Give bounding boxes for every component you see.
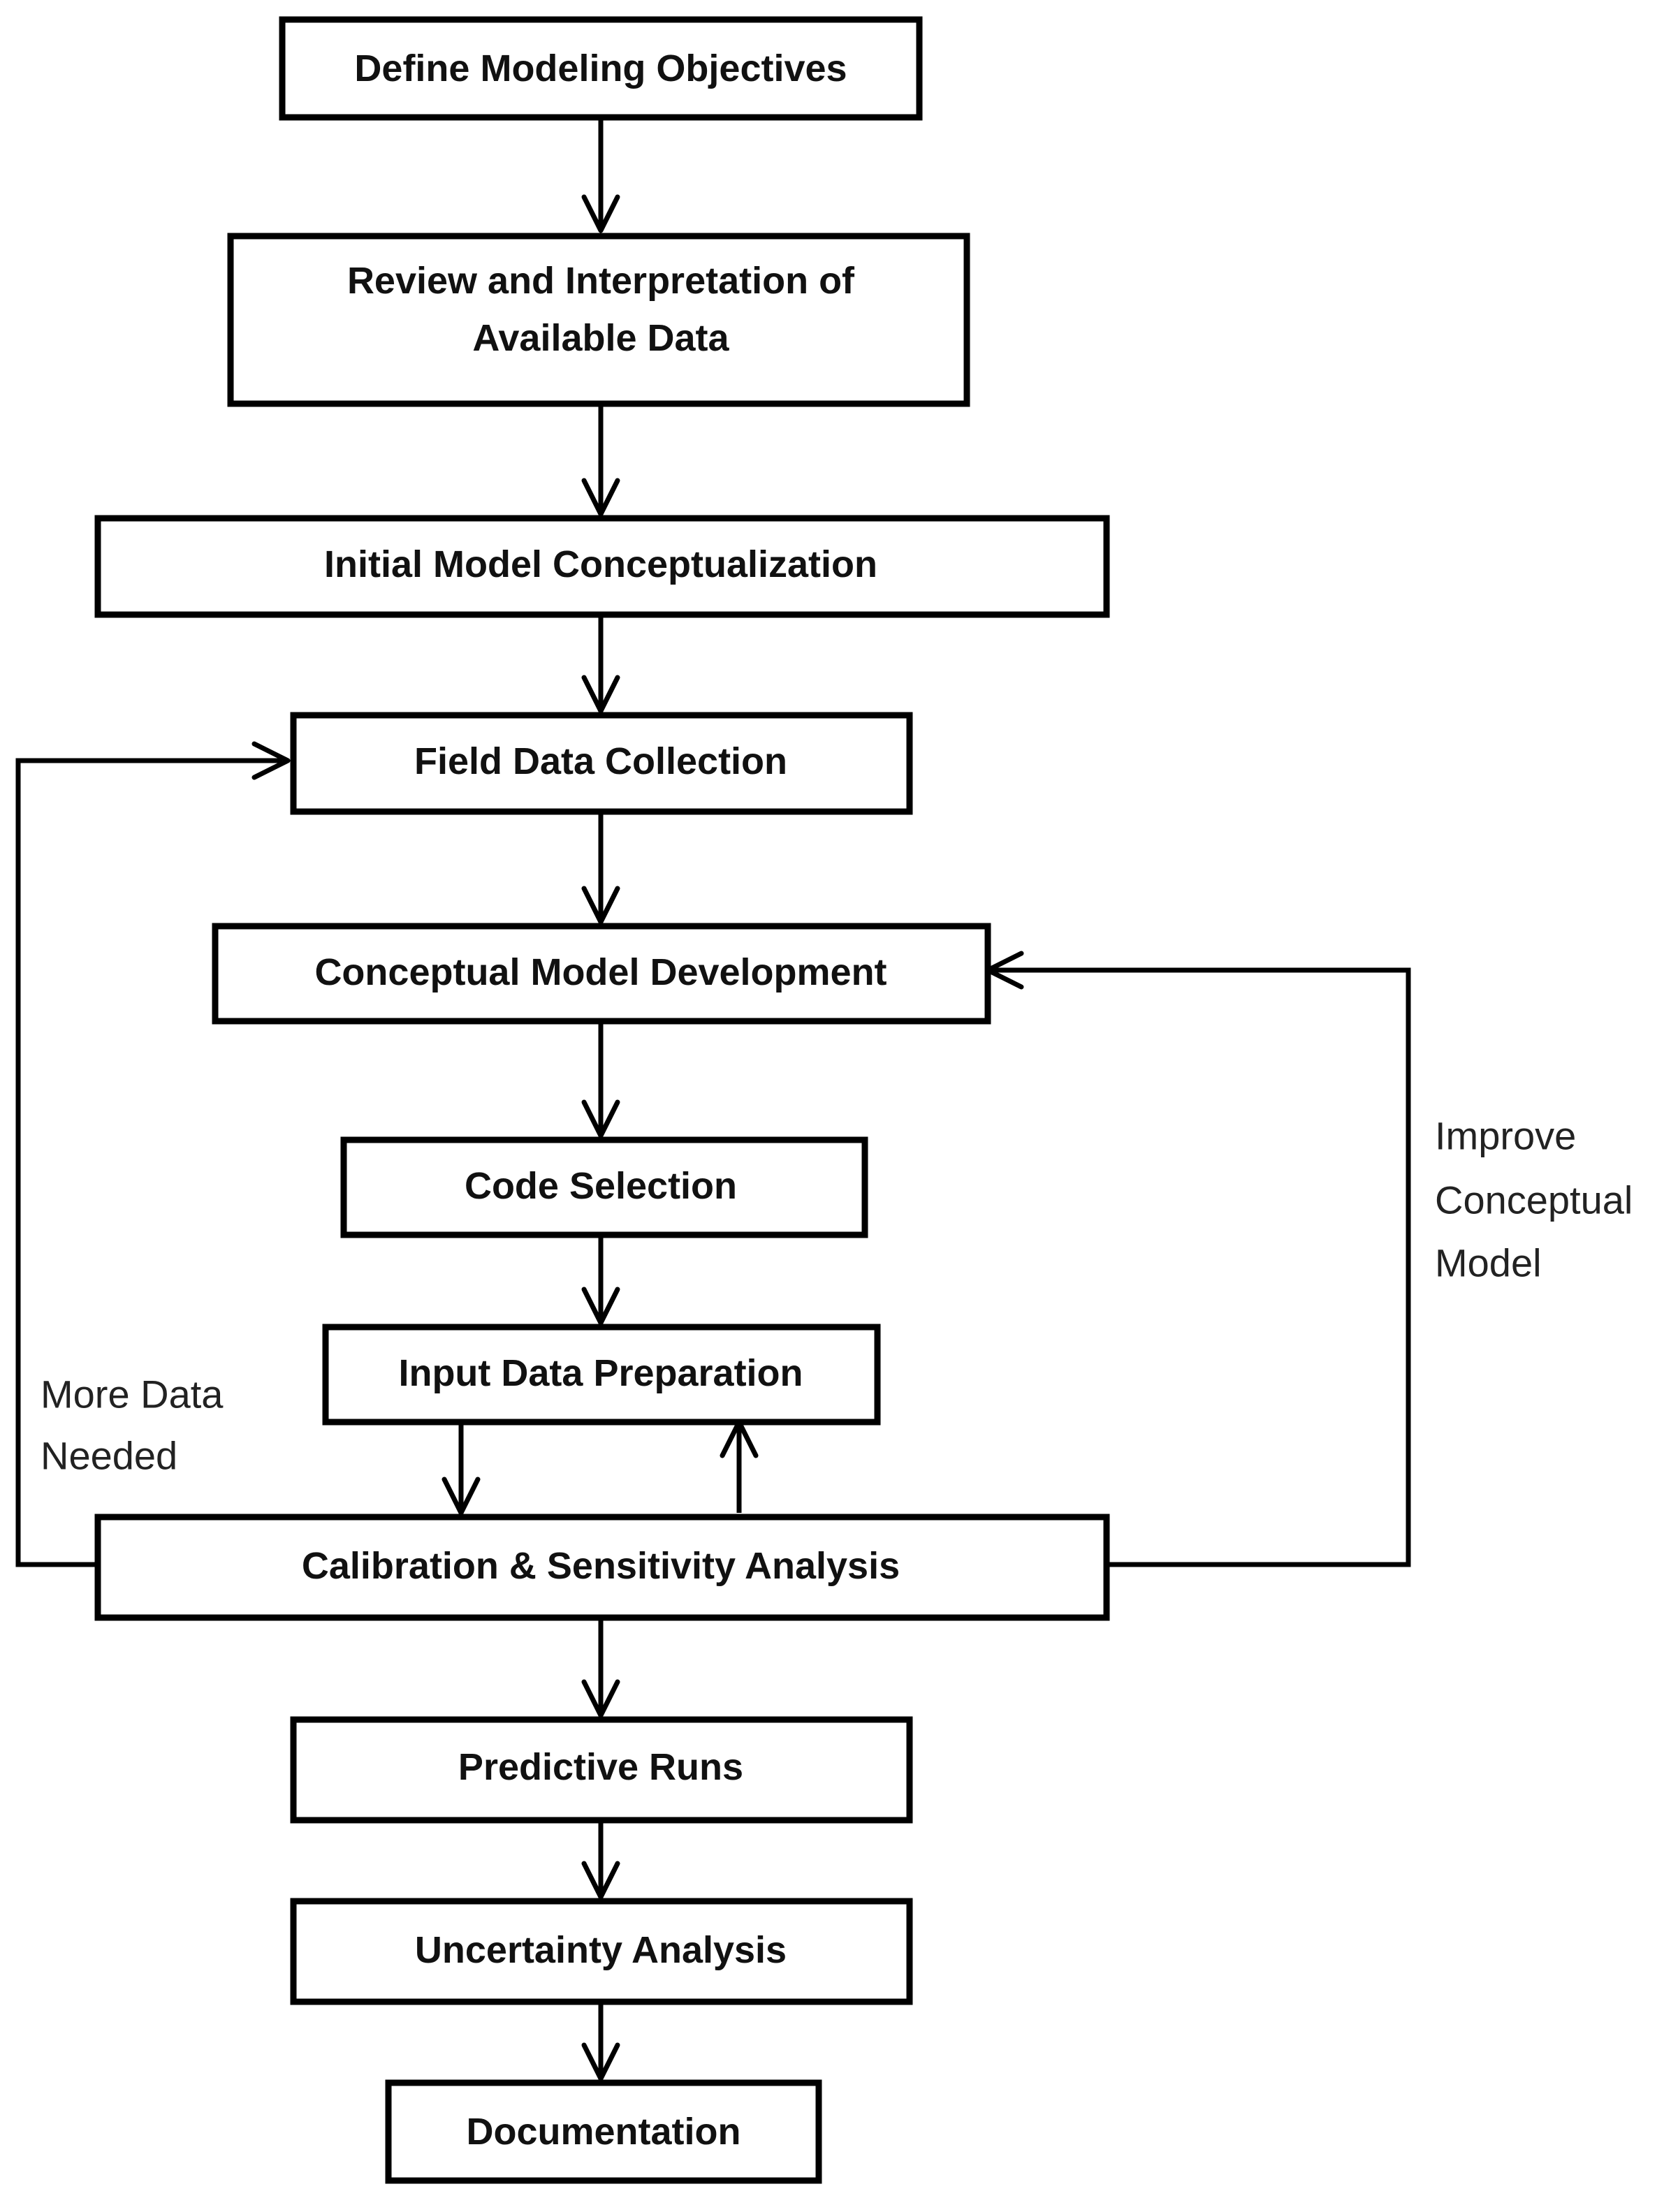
arrowhead-code-to-input (581, 1287, 620, 1326)
step-predictive-runs-label: Predictive Runs (458, 1746, 743, 1788)
connectors (15, 117, 1411, 2081)
step-documentation: Documentation (385, 2079, 822, 2184)
step-initial-conceptualization: Initial Model Conceptualization (94, 515, 1110, 618)
step-define-objectives: Define Modeling Objectives (279, 16, 923, 121)
step-field-data-collection-label: Field Data Collection (414, 740, 787, 782)
feedback-improve-model-line (993, 967, 1411, 1567)
annotation-more-data-line1: More Data (41, 1372, 224, 1416)
step-predictive-runs: Predictive Runs (290, 1716, 913, 1824)
arrowhead-conceptual-to-code (581, 1099, 620, 1138)
step-input-data-preparation: Input Data Preparation (322, 1324, 881, 1426)
step-review-data-label-line2: Available Data (472, 317, 729, 359)
arrowhead-review-to-initial (581, 478, 620, 517)
annotation-more-data-needed: More Data Needed (41, 1372, 224, 1478)
step-field-data-collection: Field Data Collection (290, 712, 913, 815)
arrowhead-define-to-review (581, 194, 620, 233)
step-conceptual-model-development: Conceptual Model Development (212, 923, 991, 1025)
step-code-selection: Code Selection (340, 1136, 868, 1238)
arrowhead-initial-to-field (581, 675, 620, 714)
annotation-improve-conceptual-model: Improve Conceptual Model (1435, 1114, 1633, 1285)
step-uncertainty-analysis: Uncertainty Analysis (290, 1898, 913, 2005)
step-input-data-preparation-label: Input Data Preparation (398, 1352, 803, 1394)
step-calibration-sensitivity: Calibration & Sensitivity Analysis (94, 1514, 1110, 1621)
arrowhead-field-to-conceptual (581, 886, 620, 925)
feedback-more-data-line (15, 758, 282, 1567)
annotation-more-data-line2: Needed (41, 1434, 177, 1478)
feedback-more-data-arrowhead (251, 741, 291, 780)
step-conceptual-model-development-label: Conceptual Model Development (314, 951, 886, 993)
arrowhead-uncertainty-to-documentation (581, 2042, 620, 2081)
step-code-selection-label: Code Selection (465, 1165, 737, 1207)
step-review-data-label-line1: Review and Interpretation of (347, 260, 855, 302)
step-initial-conceptualization-label: Initial Model Conceptualization (324, 543, 877, 585)
step-define-objectives-label: Define Modeling Objectives (354, 47, 847, 89)
step-review-data: Review and Interpretation of Available D… (227, 233, 970, 407)
step-uncertainty-analysis-label: Uncertainty Analysis (415, 1929, 787, 1971)
annotation-improve-line1: Improve (1435, 1114, 1576, 1158)
annotation-improve-line2: Conceptual (1435, 1178, 1633, 1222)
step-calibration-sensitivity-label: Calibration & Sensitivity Analysis (302, 1545, 900, 1587)
arrowhead-predictive-to-uncertainty (581, 1861, 620, 1900)
step-documentation-label: Documentation (466, 2111, 740, 2153)
arrowhead-input-to-calibration (442, 1477, 481, 1516)
arrowhead-calibration-to-predictive (581, 1679, 620, 1718)
annotation-improve-line3: Model (1435, 1241, 1542, 1285)
